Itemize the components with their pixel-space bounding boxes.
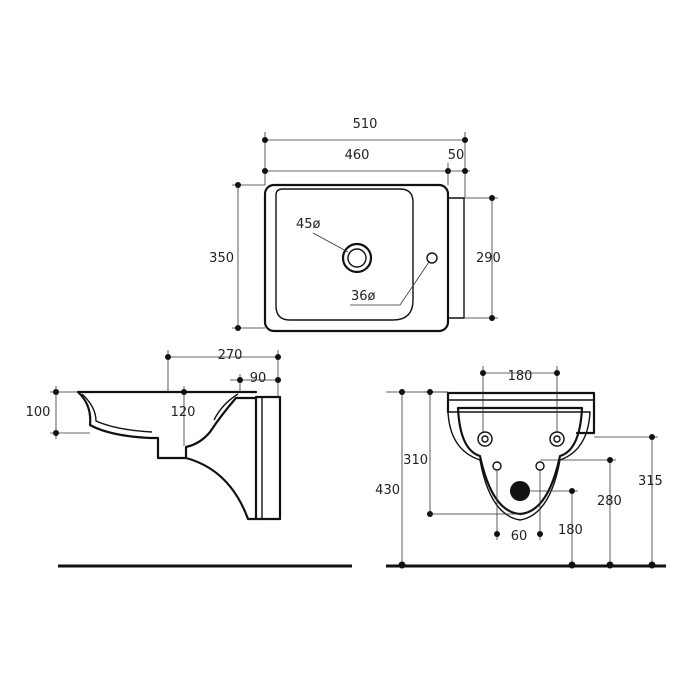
rear-view: 180 310 430 315 280 180 60 bbox=[375, 366, 663, 565]
tap-hole-inner bbox=[347, 248, 367, 268]
label-overflow-hole: 36ø bbox=[351, 289, 376, 304]
dim-top-height: 430 bbox=[375, 483, 400, 498]
basin-profile bbox=[76, 390, 258, 460]
basin-bowl-outline bbox=[275, 188, 414, 321]
mount-bracket bbox=[184, 456, 258, 521]
dim-drain-offset-right: 180 bbox=[558, 523, 583, 538]
dim-depth-basin: 290 bbox=[476, 251, 501, 266]
dim-back-offset: 90 bbox=[250, 371, 267, 386]
label-tap-hole: 45ø bbox=[296, 217, 321, 232]
dim-width-basin: 460 bbox=[345, 148, 370, 163]
dim-bolt-spacing: 180 bbox=[508, 369, 533, 384]
overflow-leader bbox=[350, 261, 430, 306]
bolt-hole-right bbox=[549, 431, 565, 447]
dim-bolt-height: 310 bbox=[403, 453, 428, 468]
wall-plate bbox=[254, 395, 282, 521]
tap-hole-outer bbox=[341, 242, 373, 274]
dim-drain-depth: 120 bbox=[171, 405, 196, 420]
dim-projection: 270 bbox=[218, 348, 243, 363]
rear-body-outline bbox=[456, 406, 584, 516]
back-plate-outline bbox=[448, 197, 465, 319]
dim-width-total: 510 bbox=[353, 117, 378, 132]
bolt-hole-left bbox=[477, 431, 493, 447]
dim-offset-back: 50 bbox=[448, 148, 465, 163]
overflow-hole bbox=[426, 252, 438, 264]
dim-depth-total: 350 bbox=[209, 251, 234, 266]
drain-hole bbox=[510, 481, 530, 501]
side-view: 270 90 100 120 bbox=[26, 348, 282, 521]
dim-mount-height-right: 315 bbox=[638, 474, 663, 489]
top-view: 510 460 50 350 290 45ø 36ø bbox=[209, 117, 501, 333]
top-outline bbox=[263, 183, 450, 333]
dim-drain-width: 60 bbox=[511, 529, 528, 544]
dim-drain-height: 280 bbox=[597, 494, 622, 509]
rear-top-plate bbox=[446, 391, 596, 435]
dim-height: 100 bbox=[26, 405, 51, 420]
tap-leader bbox=[312, 232, 349, 253]
